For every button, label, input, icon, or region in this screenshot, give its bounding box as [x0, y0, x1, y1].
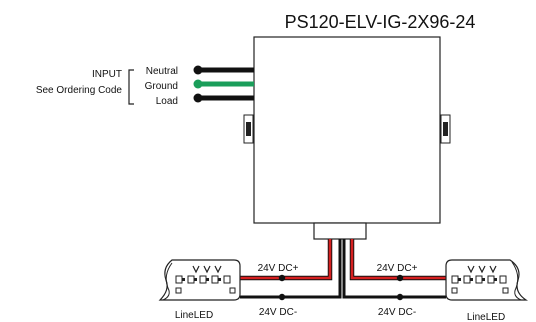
negative-wire-left — [240, 239, 342, 299]
junction-dot — [278, 274, 286, 282]
output-wires-right — [342, 239, 446, 301]
output-right-positive-label: 24V DC+ — [377, 263, 418, 274]
wire-label-ground: Ground — [145, 81, 178, 92]
led-strip-left — [158, 259, 241, 301]
output-left-positive-label: 24V DC+ — [258, 263, 299, 274]
positive-wire-right — [350, 239, 446, 280]
mounting-tab-left — [243, 114, 254, 144]
neutral-wire-end — [193, 65, 203, 75]
strip-label-right: LineLED — [467, 312, 505, 322]
output-wires-left — [240, 239, 342, 301]
input-sublabel: See Ordering Code — [36, 85, 123, 96]
wire-label-load: Load — [156, 96, 178, 107]
led-strip-right — [445, 259, 528, 301]
negative-wire-right — [342, 239, 446, 299]
mounting-tab-right — [440, 114, 451, 144]
wire-label-neutral: Neutral — [146, 66, 178, 77]
strip-label-left: LineLED — [175, 310, 213, 321]
load-wire-end — [193, 93, 203, 103]
input-bracket — [128, 69, 134, 105]
junction-dot — [396, 293, 404, 301]
output-right-negative-label: 24V DC- — [378, 307, 416, 318]
output-connector — [313, 222, 367, 240]
junction-dot — [278, 293, 286, 301]
input-label: INPUT — [92, 69, 122, 80]
output-left-negative-label: 24V DC- — [259, 307, 297, 318]
junction-dot — [396, 274, 404, 282]
positive-wire-left — [240, 239, 332, 280]
input-wires — [193, 65, 254, 103]
device-title: PS120-ELV-IG-2X96-24 — [285, 12, 476, 32]
ground-wire-end — [193, 79, 203, 89]
power-supply-box — [253, 36, 441, 224]
